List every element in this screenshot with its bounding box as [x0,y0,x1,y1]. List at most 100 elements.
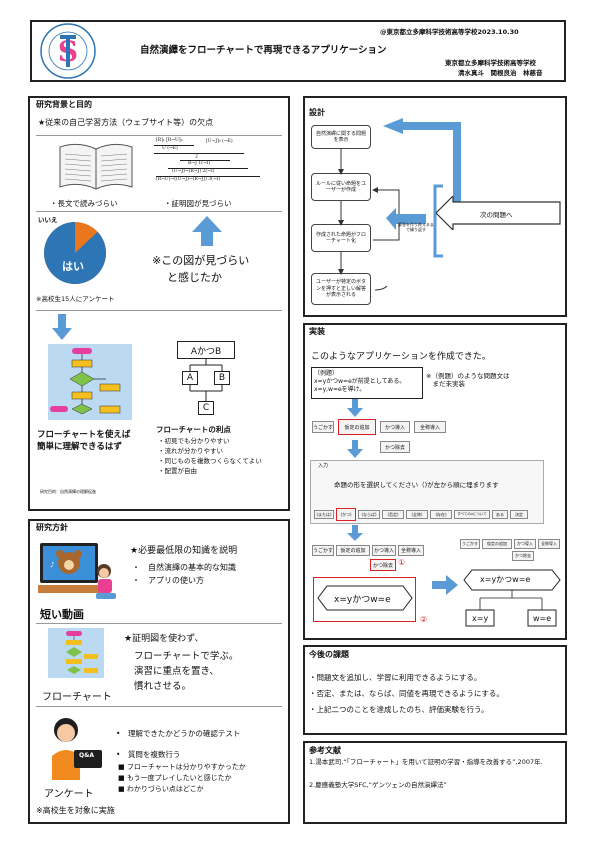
flow-line: 慣れさせる。 [134,681,192,692]
dialog-prompt: 命題の形を選択してください（)が左から順に埋まります [334,481,499,489]
merit-item: ・同じものを複数つくらなくてよい [158,457,262,465]
divider [36,211,282,212]
result-tree-root: x=yかつw=e [480,575,531,584]
down-arrow-icon [52,314,72,344]
forall-intro-button[interactable]: 全称導入 [414,421,446,433]
up-arrow-icon [190,214,224,252]
survey-sub: ■ わかりづらい点はどこか [118,785,204,793]
design-step-4: ユーザーが特定のボタンを押すと正しい解答が表示される [311,273,371,305]
divider [36,623,282,624]
next-label: 次の問題へ [480,211,513,219]
flow-label: フローチャート [42,692,112,703]
page-title: 自然演繹をフローチャートで再現できるアプリケーション [140,45,387,56]
dialog-exists-button[interactable]: (存在) [430,510,452,519]
caption-proof: ・証明図が見づらい [164,199,232,208]
book-icon [56,137,136,193]
result-tree-left: x=y [472,614,489,623]
add-assumption-button[interactable]: 仮定の追加 [338,419,376,435]
quote-line2: と感じたか [167,271,222,284]
method-heading: 研究方針 [36,523,68,532]
background-heading: 研究背景と目的 [36,100,92,109]
example-note: ※（例題）のような問題文は まだ未実装 [426,372,510,389]
video-illustration: ♪ [38,537,120,605]
video-point: ・ アプリの使い方 [132,576,204,585]
divider [36,706,282,707]
video-title: ★必要最低限の知識を説明 [130,546,238,556]
survey-sub: ■ もう一度プレイしたいと感じたか [118,774,232,782]
survey-sub: ■ フローチャートは分かりやすかったか [118,763,246,771]
school-logo: S [40,23,96,79]
dialog-ok-button[interactable]: 決定 [510,510,528,519]
flowchart-illustration [48,344,132,420]
add-assumption-button[interactable]: 仮定の追加 [336,545,370,556]
dialog-all-x-button[interactable]: すべてのxについて [454,510,490,519]
dialog-titlebar: 入力 [318,463,329,469]
blue-bracket-arrow-icon [386,192,426,256]
right-arrow-icon [432,575,458,599]
refs-section [303,741,567,824]
future-section [303,645,567,735]
dialog-or-button[interactable]: (または) [314,510,334,519]
design-step-1: 自然演繹に関する問題を表示 [311,125,371,149]
result-tree-right: w=e [533,614,552,623]
flowchart-illustration-small [48,628,104,678]
tree-right: B [214,371,230,385]
merits-title: フローチャートの利点 [156,425,231,434]
future-item: ・問題文を追加し、学習に利用できるようにする。 [309,673,482,682]
and-intro-button[interactable]: かつ導入 [514,539,536,549]
forall-intro-button[interactable]: 全称導入 [398,545,424,556]
dialog-not-button[interactable]: (否定) [382,510,404,519]
result-panel [313,577,416,622]
flow-line: 演習に重点を置き、 [134,666,219,677]
move-button[interactable]: うごかす [312,545,334,556]
future-heading: 今後の課題 [309,650,349,659]
move-button[interactable]: うごかす [312,421,334,433]
quote-line1: ※この図が見づらい [152,254,250,267]
flow-claim-line2: 簡単に理解できるはず [37,442,122,452]
and-intro-button[interactable]: かつ導入 [380,421,410,433]
target-note: ※高校生を対象に実施 [36,806,115,815]
and-elim-button[interactable]: かつ除去 [380,441,410,453]
header-authors: 清水真斗 関根良治 林慈音 [458,69,543,77]
header [30,20,566,82]
survey-point: • 理解できたかどうかの確認テスト [116,729,241,738]
add-assumption-button[interactable]: 仮定の追加 [482,539,512,549]
pie-slice-yes [43,222,106,284]
survey-note: ※高校生15人にアンケート [36,295,115,303]
header-org-date: @東京都立多摩科学技術高等学校2023.10.30 [380,28,519,36]
mark-1: ① [398,558,406,567]
tree-root: AかつB [177,341,235,359]
future-item: ・否定、または、ならば、同値を再現できるようにする。 [309,689,504,698]
result-prop: x=yかつw=e [334,595,391,605]
dialog-and-button[interactable]: (かつ) [336,508,356,521]
and-elim-button[interactable]: かつ除去 [370,559,396,571]
survey-point: • 質問を複数行う [116,750,181,759]
and-intro-button[interactable]: かつ導入 [372,545,396,556]
svg-text:♪: ♪ [50,561,54,569]
video-label: 短い動画 [40,608,84,621]
design-step-3: 作成された命題がフローチャート化 [311,224,371,252]
and-elim-button[interactable]: かつ除去 [512,551,534,561]
dialog-some-button[interactable]: ある [492,510,508,519]
refs-heading: 参考文献 [309,746,341,755]
dialog-forall-button[interactable]: (全称) [406,510,428,519]
move-button[interactable]: うごかす [460,539,480,549]
down-arrow-icon [347,525,363,545]
down-arrow-icon [347,440,363,462]
dialog-implies-button[interactable]: (ならば) [358,510,380,519]
proof-figure: [R]₁ [R→U]₂ U (→E) [U→J]₃ (→E) J R→J 1(→… [154,138,260,182]
tree-connectors [189,359,223,401]
flow-source: 研究目的：自然演繹の理解促進 [40,489,96,494]
next-problem-arrow [435,194,562,234]
survey-label: アンケート [44,789,94,800]
design-step-2: ルールに従い命題をユーザーが作成 [311,173,371,201]
example-box: （例題） x=yかつw=eが前提としてある。 x=y,w=eを導け。 [311,367,423,399]
design-heading: 設計 [309,108,325,117]
impl-intro: このようなアプリケーションを作成できた。 [311,352,491,362]
forall-intro-button[interactable]: 全称導入 [538,539,560,549]
survey-pie-chart [43,222,106,284]
ref-item: 1.湯本武司,“「フローチャート」を用いて証明の学習・指導を改善する”,2007… [309,758,543,766]
divider [36,135,282,136]
caption-book: ・長文で読みづらい [50,199,118,208]
